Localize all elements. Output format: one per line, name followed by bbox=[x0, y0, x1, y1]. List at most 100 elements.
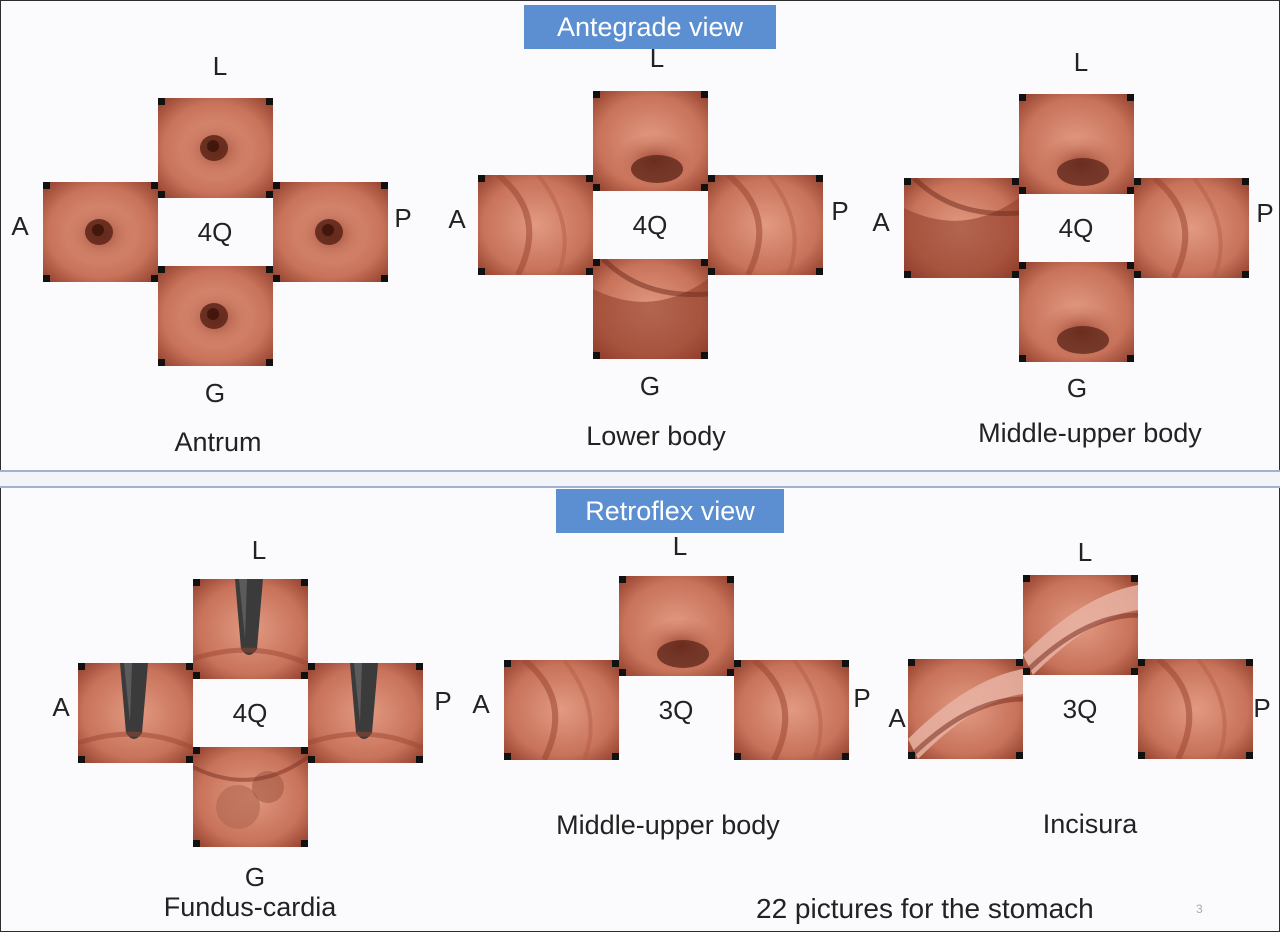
tile-corner-mark bbox=[192, 840, 200, 847]
retroflex-diagram-3-anterior-image bbox=[907, 659, 1023, 759]
antegrade-diagram-2-anterior-wall-tile bbox=[477, 175, 593, 275]
tile-corner-mark bbox=[1245, 752, 1253, 759]
page-number: 3 bbox=[1196, 902, 1203, 916]
tile-corner-mark bbox=[1018, 355, 1026, 362]
tile-corner-mark bbox=[1130, 668, 1138, 675]
tile-corner-mark bbox=[77, 663, 85, 670]
tile-corner-mark bbox=[185, 663, 193, 670]
tile-corner-mark bbox=[150, 182, 158, 189]
tile-corner-mark bbox=[265, 191, 273, 198]
tile-corner-mark bbox=[157, 266, 165, 273]
tile-corner-mark bbox=[300, 840, 308, 847]
antegrade-diagram-1-lesser-image bbox=[157, 98, 273, 198]
retroflex-diagram-1-posterior-label: P bbox=[434, 686, 452, 716]
retroflex-diagram-3-caption: Incisura bbox=[1042, 809, 1138, 839]
tile-corner-mark bbox=[1015, 659, 1023, 666]
antegrade-diagram-3-greater-label: G bbox=[1066, 373, 1088, 403]
tile-corner-mark bbox=[1022, 575, 1030, 582]
retroflex-diagram-1-greater-wall-tile bbox=[192, 747, 308, 847]
retroflex-diagram-3-anterior-wall-tile bbox=[907, 659, 1023, 759]
tile-corner-mark bbox=[1011, 271, 1019, 278]
antegrade-diagram-3-quadrant-label: 4Q bbox=[1058, 213, 1094, 243]
antegrade-diagram-2-greater-wall-tile bbox=[592, 259, 708, 359]
retroflex-diagram-1-lesser-image bbox=[192, 579, 308, 679]
tile-corner-mark bbox=[42, 275, 50, 282]
tile-corner-mark bbox=[611, 660, 619, 667]
tile-corner-mark bbox=[585, 268, 593, 275]
antegrade-diagram-3-posterior-label: P bbox=[1256, 198, 1274, 228]
tile-corner-mark bbox=[707, 175, 715, 182]
antegrade-diagram-3-lesser-image bbox=[1018, 94, 1134, 194]
tile-corner-mark bbox=[1011, 178, 1019, 185]
antegrade-diagram-3-posterior-image bbox=[1133, 178, 1249, 278]
tile-corner-mark bbox=[585, 175, 593, 182]
tile-corner-mark bbox=[707, 268, 715, 275]
tile-corner-mark bbox=[272, 275, 280, 282]
tile-corner-mark bbox=[1133, 271, 1141, 278]
tile-corner-mark bbox=[307, 663, 315, 670]
tile-corner-mark bbox=[272, 182, 280, 189]
antegrade-diagram-2-anterior-label: A bbox=[448, 204, 466, 234]
tile-corner-mark bbox=[1137, 659, 1145, 666]
tile-corner-mark bbox=[907, 659, 915, 666]
antegrade-view-banner: Antegrade view bbox=[524, 5, 776, 49]
retroflex-diagram-3-lesser-label: L bbox=[1077, 537, 1093, 567]
retroflex-diagram-3-lesser-image bbox=[1022, 575, 1138, 675]
retroflex-diagram-3-lesser-wall-tile bbox=[1022, 575, 1138, 675]
antegrade-diagram-2-lesser-label: L bbox=[649, 43, 665, 73]
tile-corner-mark bbox=[733, 660, 741, 667]
antegrade-diagram-2-lesser-wall-tile bbox=[592, 91, 708, 191]
tile-corner-mark bbox=[265, 266, 273, 273]
tile-corner-mark bbox=[415, 663, 423, 670]
retroflex-diagram-1-caption: Fundus-cardia bbox=[163, 892, 337, 922]
tile-corner-mark bbox=[1126, 94, 1134, 101]
tile-corner-mark bbox=[700, 259, 708, 266]
tile-corner-mark bbox=[700, 352, 708, 359]
tile-corner-mark bbox=[192, 579, 200, 586]
tile-corner-mark bbox=[1241, 178, 1249, 185]
tile-corner-mark bbox=[503, 753, 511, 760]
tile-corner-mark bbox=[157, 359, 165, 366]
tile-corner-mark bbox=[150, 275, 158, 282]
tile-corner-mark bbox=[618, 576, 626, 583]
tile-corner-mark bbox=[841, 753, 849, 760]
retroflex-diagram-2-lesser-wall-tile bbox=[618, 576, 734, 676]
tile-corner-mark bbox=[1015, 752, 1023, 759]
antegrade-diagram-2-quadrant-label: 4Q bbox=[632, 210, 668, 240]
antegrade-diagram-2-greater-image bbox=[592, 259, 708, 359]
antegrade-diagram-1-quadrant-label: 4Q bbox=[197, 217, 233, 247]
tile-corner-mark bbox=[157, 191, 165, 198]
tile-corner-mark bbox=[42, 182, 50, 189]
antegrade-diagram-3-anterior-wall-tile bbox=[903, 178, 1019, 278]
antegrade-diagram-3-anterior-image bbox=[903, 178, 1019, 278]
antegrade-diagram-1-anterior-image bbox=[42, 182, 158, 282]
tile-corner-mark bbox=[592, 259, 600, 266]
antegrade-diagram-2-greater-label: G bbox=[639, 371, 661, 401]
retroflex-diagram-2-anterior-image bbox=[503, 660, 619, 760]
tile-corner-mark bbox=[1137, 752, 1145, 759]
antegrade-diagram-3-caption: Middle-upper body bbox=[978, 418, 1202, 448]
tile-corner-mark bbox=[307, 756, 315, 763]
antegrade-diagram-3-greater-image bbox=[1018, 262, 1134, 362]
retroflex-diagram-2-lesser-image bbox=[618, 576, 734, 676]
tile-corner-mark bbox=[907, 752, 915, 759]
antegrade-diagram-1-lesser-wall-tile bbox=[157, 98, 273, 198]
retroflex-diagram-2-posterior-image bbox=[733, 660, 849, 760]
tile-corner-mark bbox=[1130, 575, 1138, 582]
antegrade-diagram-3-lesser-wall-tile bbox=[1018, 94, 1134, 194]
tile-corner-mark bbox=[815, 268, 823, 275]
antegrade-diagram-1-greater-image bbox=[157, 266, 273, 366]
retroflex-diagram-1-greater-image bbox=[192, 747, 308, 847]
tile-corner-mark bbox=[300, 579, 308, 586]
tile-corner-mark bbox=[192, 672, 200, 679]
tile-corner-mark bbox=[477, 175, 485, 182]
retroflex-diagram-1-posterior-image bbox=[307, 663, 423, 763]
antegrade-diagram-1-greater-wall-tile bbox=[157, 266, 273, 366]
tile-corner-mark bbox=[380, 275, 388, 282]
retroflex-diagram-1-anterior-image bbox=[77, 663, 193, 763]
retroflex-diagram-3-posterior-label: P bbox=[1253, 693, 1271, 723]
antegrade-diagram-3-anterior-label: A bbox=[872, 207, 890, 237]
tile-corner-mark bbox=[815, 175, 823, 182]
antegrade-diagram-1-lesser-label: L bbox=[212, 51, 228, 81]
tile-corner-mark bbox=[1022, 668, 1030, 675]
